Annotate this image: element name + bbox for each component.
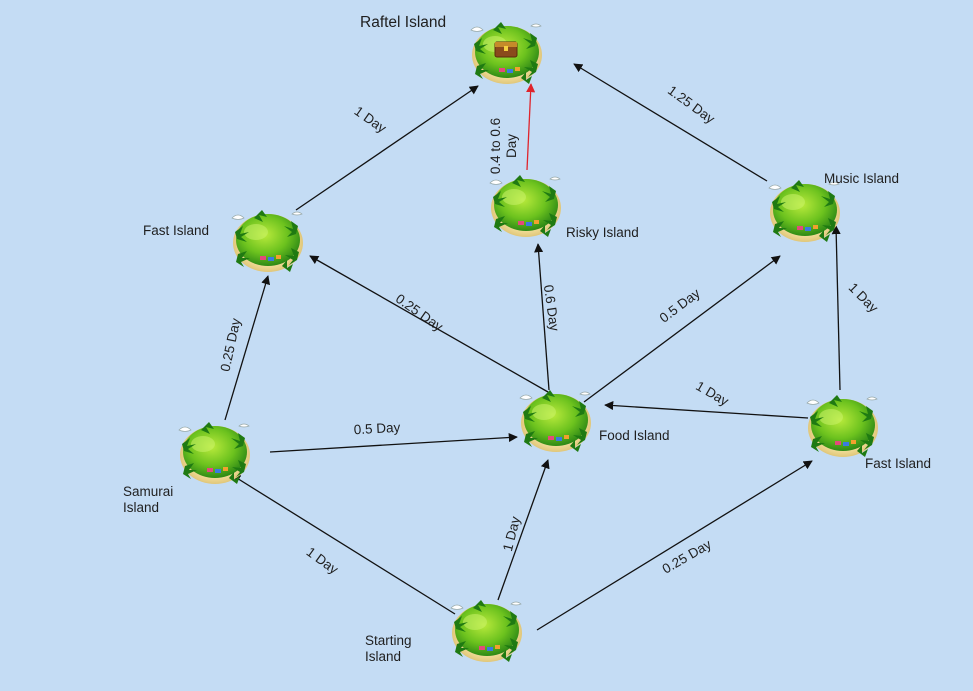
- edge-arrow-3: [224, 275, 271, 421]
- edge-arrow-0: [295, 85, 479, 211]
- food-island-icon: [519, 389, 592, 453]
- edge-arrow-9: [269, 432, 518, 453]
- starting-island-label: Starting Island: [365, 633, 412, 664]
- treasure-chest-icon: [494, 41, 518, 58]
- fast-island-right-label: Fast Island: [865, 456, 932, 471]
- fast-island-left-icon: [231, 209, 304, 273]
- edge-arrow-1: [526, 83, 536, 171]
- edge-arrow-7: [831, 225, 841, 391]
- edge-arrow-4: [309, 255, 549, 393]
- fast-island-left-label: Fast Island: [143, 223, 210, 238]
- music-island-label: Music Island: [824, 171, 900, 186]
- risky-island-icon: [489, 174, 562, 238]
- edge-arrow-12: [536, 460, 813, 631]
- edge-arrow-5: [534, 243, 550, 391]
- edge-arrow-2: [573, 63, 768, 182]
- music-island-icon: [768, 179, 841, 243]
- risky-island-label: Risky Island: [566, 225, 639, 240]
- fast-island-right-icon: [806, 394, 879, 458]
- samurai-island-icon: [178, 421, 251, 485]
- edge-arrow-11: [497, 459, 550, 601]
- starting-island-icon: [450, 599, 523, 663]
- raftel-island-label: Raftel Island: [360, 14, 447, 31]
- edge-label-risky-raftel: 0.4 to 0.6 Day: [488, 117, 519, 175]
- samurai-island-label: Samurai Island: [123, 484, 174, 515]
- food-island-label: Food Island: [599, 428, 670, 443]
- edge-arrow-10: [231, 474, 456, 615]
- edge-arrow-6: [583, 255, 781, 403]
- edge-arrow-8: [604, 400, 809, 419]
